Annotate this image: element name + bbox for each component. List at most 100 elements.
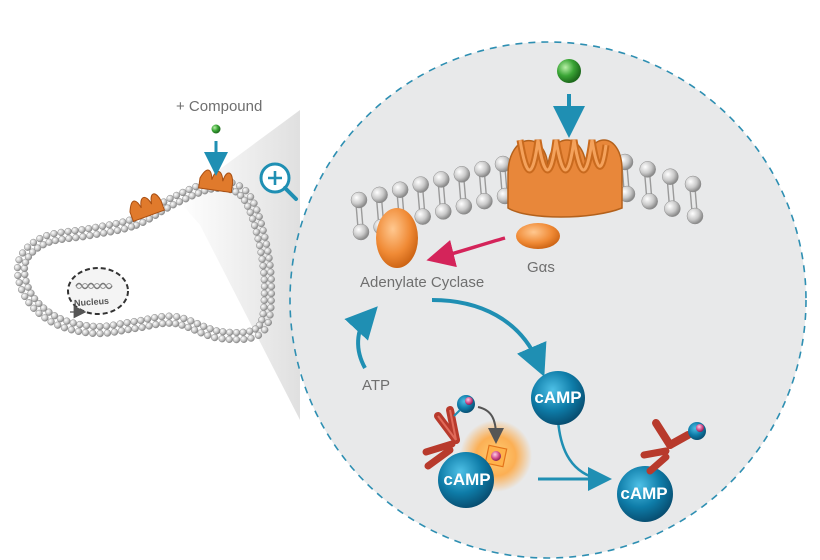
membrane-bead bbox=[131, 324, 139, 333]
atp-label: ATP bbox=[362, 377, 391, 394]
membrane-bead bbox=[91, 223, 100, 232]
membrane-bead bbox=[267, 275, 275, 283]
membrane-bead bbox=[190, 326, 199, 334]
membrane-bead bbox=[182, 195, 190, 203]
membrane-bead bbox=[63, 317, 71, 325]
membrane-bead bbox=[65, 234, 73, 243]
membrane-bead bbox=[250, 199, 258, 207]
membrane-bead bbox=[123, 319, 131, 327]
membrane-bead bbox=[17, 286, 26, 294]
membrane-bead bbox=[116, 320, 124, 328]
membrane-bead bbox=[248, 215, 257, 223]
membrane-bead bbox=[259, 226, 267, 235]
membrane-bead bbox=[250, 221, 259, 230]
membrane-bead bbox=[27, 289, 35, 297]
membrane-bead bbox=[204, 331, 212, 340]
membrane-bead bbox=[144, 315, 152, 323]
membrane-bead bbox=[258, 255, 266, 263]
lipid-head bbox=[662, 168, 679, 185]
lipid-tail bbox=[375, 198, 380, 223]
compound-small-icon bbox=[211, 124, 221, 134]
membrane-bead bbox=[71, 227, 79, 235]
membrane-bead bbox=[267, 268, 275, 276]
membrane-bead bbox=[180, 314, 188, 323]
membrane-bead bbox=[36, 234, 44, 243]
membrane-bead bbox=[56, 315, 65, 323]
membrane-bead bbox=[25, 299, 33, 307]
membrane-bead bbox=[30, 294, 39, 303]
membrane-bead bbox=[260, 296, 268, 305]
membrane-bead bbox=[21, 292, 29, 301]
membrane-bead bbox=[266, 311, 274, 319]
membrane-bead bbox=[254, 331, 263, 339]
membrane-bead bbox=[165, 312, 173, 320]
membrane-bead bbox=[252, 228, 261, 236]
membrane-bead bbox=[194, 189, 203, 197]
membrane-bead bbox=[267, 282, 276, 291]
receptor-small-1 bbox=[129, 193, 166, 223]
membrane-bead bbox=[98, 222, 107, 230]
membrane-bead bbox=[45, 308, 53, 316]
membrane-bead bbox=[67, 326, 76, 334]
compound-ligand-icon bbox=[557, 59, 581, 83]
lipid-tail bbox=[355, 203, 359, 229]
membrane-bead bbox=[247, 334, 255, 342]
membrane-bead bbox=[139, 218, 147, 226]
membrane-bead bbox=[112, 219, 120, 228]
membrane-bead bbox=[78, 226, 86, 234]
lipid-head bbox=[414, 208, 431, 225]
membrane-bead bbox=[261, 326, 269, 334]
membrane-bead bbox=[13, 263, 22, 272]
membrane-bead bbox=[69, 319, 77, 327]
membrane-bead bbox=[246, 327, 254, 335]
membrane-bead bbox=[179, 188, 187, 197]
fluorophore-acceptor-icon bbox=[484, 444, 508, 468]
membrane-bead bbox=[200, 322, 208, 331]
membrane-bead bbox=[267, 296, 275, 305]
antibody-free bbox=[640, 419, 692, 475]
membrane-bead bbox=[145, 322, 153, 330]
membrane-bead bbox=[240, 196, 249, 205]
membrane-bead bbox=[127, 223, 136, 231]
membrane-bead bbox=[265, 254, 273, 262]
membrane-bead bbox=[50, 230, 58, 238]
membrane-bead bbox=[246, 208, 254, 217]
membrane-bead bbox=[218, 335, 226, 343]
membrane-bead bbox=[113, 226, 122, 235]
membrane-bead bbox=[259, 262, 267, 270]
g-alpha-s-label: Gαs bbox=[527, 259, 555, 276]
adenylate-cyclase-enzyme bbox=[376, 208, 418, 268]
labeled-camp-tracer-2 bbox=[688, 422, 706, 440]
membrane-bead bbox=[60, 324, 69, 332]
lipid-head bbox=[455, 198, 473, 215]
membrane-bead bbox=[165, 319, 173, 327]
membrane-bead bbox=[29, 238, 38, 247]
membrane-bead bbox=[260, 303, 268, 311]
lipid-tail bbox=[437, 183, 441, 208]
membrane-bead bbox=[14, 271, 22, 280]
membrane-bead bbox=[264, 318, 272, 327]
ac-to-camp-arrow bbox=[431, 298, 547, 377]
membrane-bead bbox=[64, 227, 72, 236]
lipid-head bbox=[391, 181, 409, 198]
lipid-tail bbox=[689, 187, 693, 213]
nucleus bbox=[67, 267, 129, 319]
membrane-bead bbox=[219, 328, 227, 336]
membrane-bead bbox=[166, 194, 174, 203]
lipid-head bbox=[412, 176, 429, 193]
membrane-bead bbox=[47, 318, 55, 326]
atp-to-ac-arrow bbox=[344, 306, 378, 369]
lipid-head bbox=[350, 191, 368, 209]
membrane-bead bbox=[237, 191, 245, 200]
membrane-bead bbox=[102, 322, 111, 330]
membrane-bead bbox=[225, 335, 233, 344]
receptor-small-2 bbox=[198, 169, 234, 194]
membrane-bead bbox=[35, 299, 43, 308]
membrane-bead bbox=[138, 323, 146, 332]
membrane-bead bbox=[76, 320, 84, 329]
membrane-bead bbox=[212, 327, 221, 335]
membrane-bead bbox=[18, 249, 27, 257]
membrane-bead bbox=[178, 321, 186, 329]
camp-molecule-2 bbox=[438, 452, 494, 508]
